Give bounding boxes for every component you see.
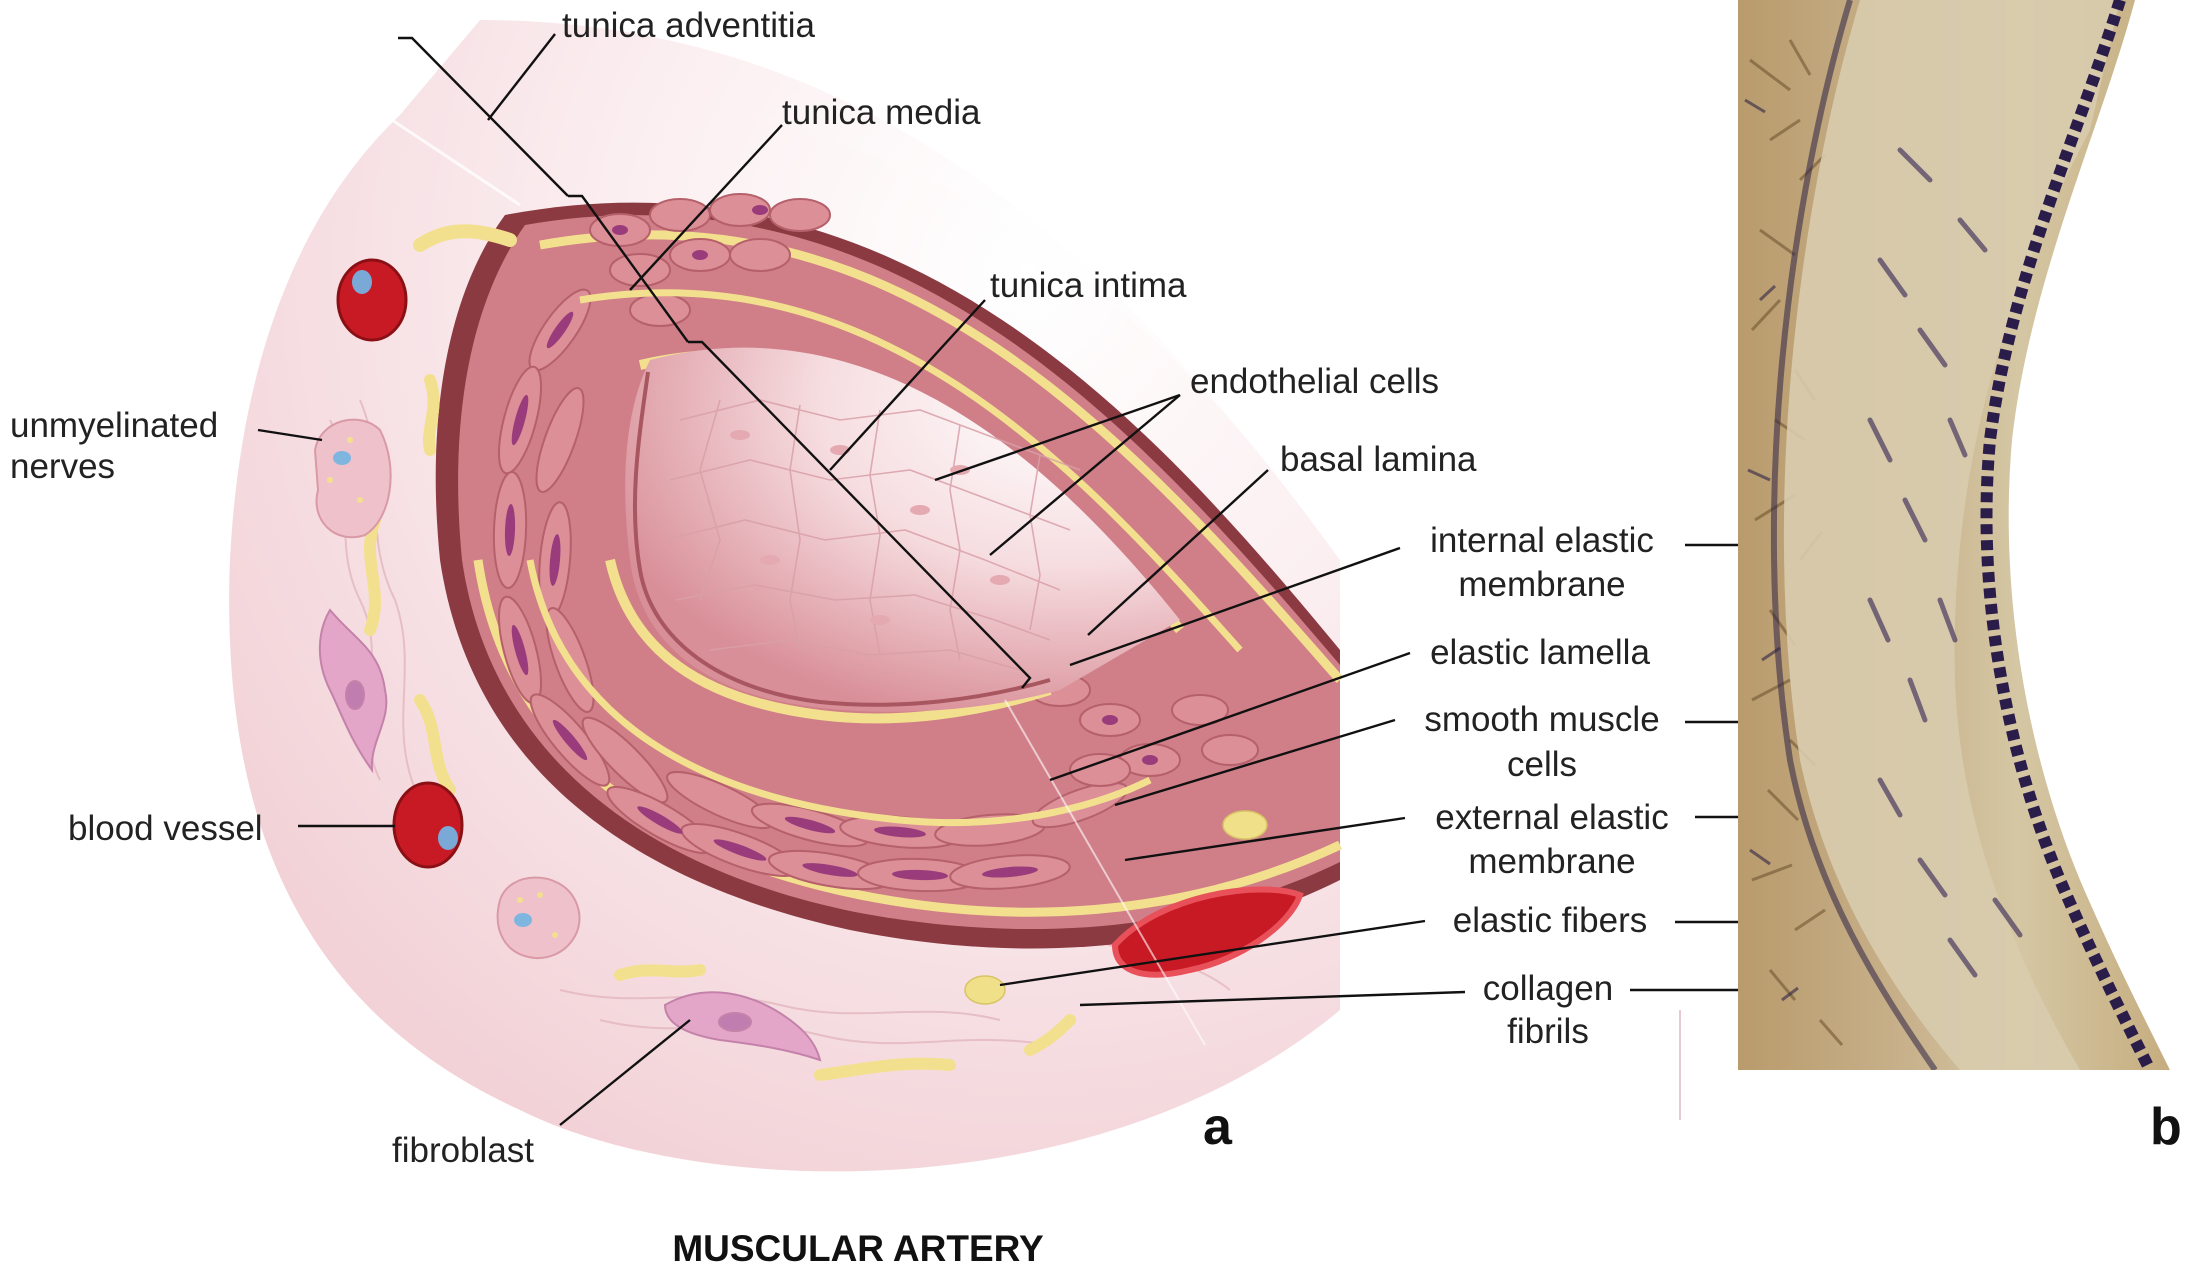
leader-external-elastic — [1124, 816, 1406, 862]
leader-basal-lamina — [1087, 469, 1269, 636]
leader-tunica-intima — [829, 299, 986, 471]
smooth-muscle-cells — [492, 193, 1259, 893]
leader-elastic-fibers — [999, 919, 1426, 987]
leader-tunica-adventitia — [487, 33, 556, 121]
leader-endothelial-1 — [934, 393, 1181, 482]
leader-fibroblast — [559, 1019, 691, 1126]
artery-wall-schematic — [229, 20, 1344, 1172]
label-smooth-muscle-2: cells — [1507, 745, 1577, 784]
panel-label-a: a — [1203, 1098, 1233, 1156]
labels: tunica adventitia tunica media tunica in… — [10, 6, 1669, 1170]
label-internal-elastic-1: internal elastic — [1430, 521, 1654, 560]
adventitia-fibroblasts — [364, 224, 1268, 1081]
label-unmyelinated-2: nerves — [10, 447, 115, 486]
unmyelinated-nerves — [313, 418, 581, 960]
leader-tunica-media — [629, 124, 783, 291]
label-tunica-adventitia: tunica adventitia — [562, 6, 815, 45]
panel-label-b: b — [2150, 1098, 2182, 1156]
leader-internal-elastic — [1069, 546, 1401, 667]
histology-internal-elastic — [1980, 0, 2156, 1070]
layer-bracket — [398, 36, 1032, 689]
label-tunica-intima: tunica intima — [990, 266, 1187, 305]
figure-title: MUSCULAR ARTERY — [672, 1228, 1044, 1269]
label-basal-lamina: basal lamina — [1280, 440, 1477, 479]
fibroblast — [318, 608, 822, 1062]
histology-micrograph — [1738, 0, 2205, 1070]
elastic-lamella — [526, 289, 1243, 827]
blood-vessel — [336, 258, 1304, 978]
label-unmyelinated-1: unmyelinated — [10, 406, 218, 445]
label-blood-vessel: blood vessel — [68, 809, 263, 848]
leader-endothelial-2 — [989, 394, 1181, 556]
label-smooth-muscle-1: smooth muscle — [1424, 700, 1659, 739]
label-internal-elastic-2: membrane — [1458, 565, 1625, 604]
leader-unmyelinated — [257, 428, 323, 442]
leader-lines — [257, 33, 2090, 1126]
label-elastic-fibers: elastic fibers — [1453, 901, 1648, 940]
leader-collagen — [1079, 990, 1466, 1007]
label-collagen-2: fibrils — [1507, 1012, 1589, 1051]
leader-smooth-muscle — [1114, 718, 1396, 807]
label-endothelial-cells: endothelial cells — [1190, 362, 1439, 401]
label-external-elastic-1: external elastic — [1435, 798, 1668, 837]
label-elastic-lamella: elastic lamella — [1430, 633, 1650, 672]
label-tunica-media: tunica media — [782, 93, 981, 132]
leader-elastic-lamella — [1049, 651, 1411, 782]
label-collagen-1: collagen — [1483, 969, 1613, 1008]
label-external-elastic-2: membrane — [1468, 842, 1635, 881]
basal-lamina — [632, 371, 1051, 707]
label-fibroblast: fibroblast — [392, 1131, 534, 1170]
